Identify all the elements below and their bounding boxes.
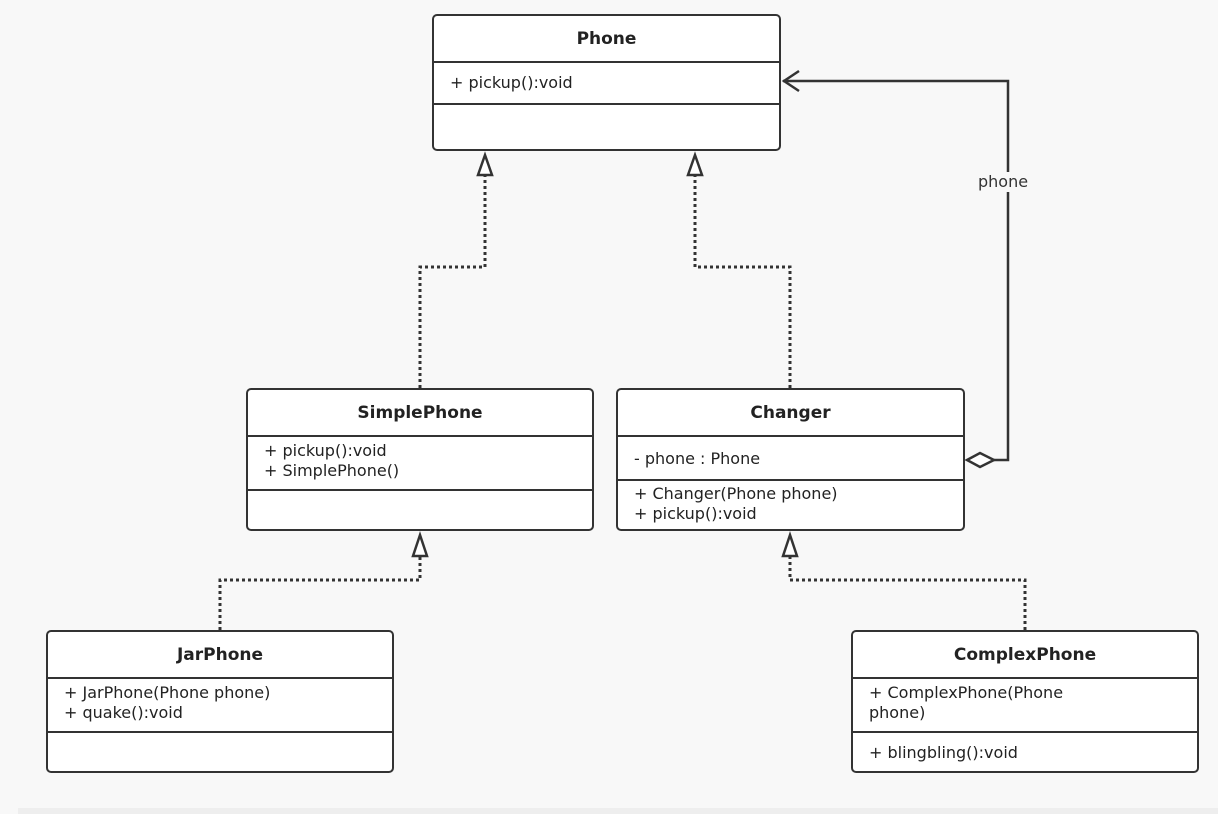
method: + JarPhone(Phone phone): [64, 683, 271, 702]
methods-section: + pickup():void + SimplePhone(): [248, 437, 592, 491]
association-label-phone: phone: [976, 172, 1031, 192]
method: + blingbling():void: [869, 743, 1018, 762]
empty-section: [48, 733, 392, 771]
realization-arrowhead-icon: [476, 151, 494, 177]
realization-line-complexphone-changer: [788, 553, 1027, 630]
attributes-section: + ComplexPhone(Phone phone): [853, 679, 1197, 733]
bottom-divider: [18, 808, 1218, 814]
class-name: Phone: [434, 16, 779, 63]
attribute: - phone : Phone: [634, 449, 761, 468]
method: + SimplePhone(): [264, 461, 400, 480]
methods-section: + pickup():void: [434, 63, 779, 105]
class-changer[interactable]: Changer - phone : Phone + Changer(Phone …: [616, 388, 965, 531]
method: + pickup():void: [264, 441, 387, 460]
class-complexphone[interactable]: ComplexPhone + ComplexPhone(Phone phone)…: [851, 630, 1199, 773]
methods-section: + blingbling():void: [853, 733, 1197, 771]
empty-section: [248, 491, 592, 529]
method: + quake():void: [64, 703, 183, 722]
methods-section: + JarPhone(Phone phone) + quake():void: [48, 679, 392, 733]
realization-line-simplephone-phone: [418, 172, 487, 388]
class-jarphone[interactable]: JarPhone + JarPhone(Phone phone) + quake…: [46, 630, 394, 773]
class-phone[interactable]: Phone + pickup():void: [432, 14, 781, 151]
attributes-section: - phone : Phone: [618, 437, 963, 481]
method: + pickup():void: [450, 73, 573, 92]
realization-line-jarphone-simplephone: [218, 553, 422, 630]
aggregation-diamond-icon: [964, 451, 997, 469]
class-name: Changer: [618, 390, 963, 437]
method: + Changer(Phone phone): [634, 484, 838, 503]
empty-section: [434, 105, 779, 149]
class-name: ComplexPhone: [853, 632, 1197, 679]
class-simplephone[interactable]: SimplePhone + pickup():void + SimplePhon…: [246, 388, 594, 531]
attribute: + ComplexPhone(Phone phone): [869, 683, 1064, 722]
realization-arrowhead-icon: [686, 151, 704, 177]
class-name: SimplePhone: [248, 390, 592, 437]
methods-section: + Changer(Phone phone) + pickup():void: [618, 481, 963, 529]
realization-line-changer-phone: [693, 172, 792, 388]
method: + pickup():void: [634, 504, 757, 523]
class-name: JarPhone: [48, 632, 392, 679]
realization-arrowhead-icon: [781, 531, 799, 558]
aggregation-line-changer-phone: [783, 79, 1010, 462]
open-arrowhead-icon: [781, 69, 800, 93]
realization-arrowhead-icon: [411, 531, 429, 558]
